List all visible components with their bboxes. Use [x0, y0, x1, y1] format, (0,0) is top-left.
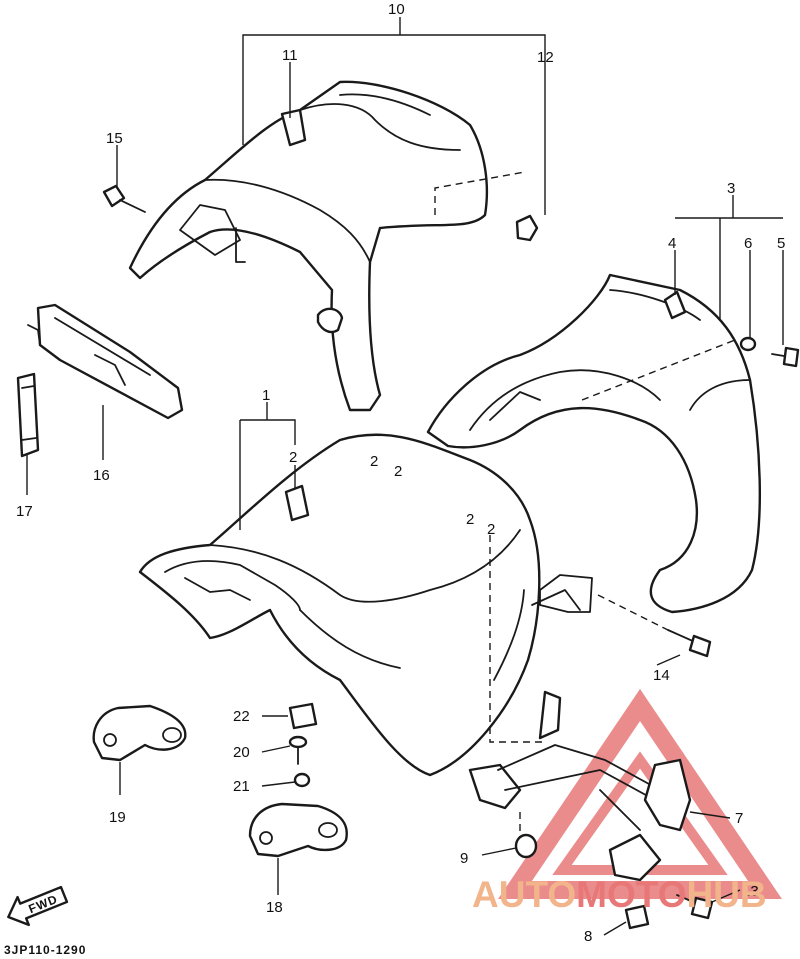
marker-label: 2	[466, 511, 474, 528]
callout-8: 8	[584, 928, 592, 945]
callout-22: 22	[233, 708, 250, 725]
bolt-13	[676, 894, 714, 920]
callout-15: 15	[106, 130, 123, 147]
seat-bracket-16	[27, 303, 184, 420]
watermark-text-hub: HUB	[686, 874, 766, 915]
front-seat	[138, 433, 593, 777]
callout-13: 13	[742, 883, 759, 900]
callout-14: 14	[653, 667, 670, 684]
callout-19: 19	[109, 809, 126, 826]
callout-9: 9	[460, 850, 468, 867]
bolt-15	[102, 184, 146, 213]
marker-label: 2	[394, 463, 402, 480]
callout-2: 2	[289, 449, 297, 466]
callout-16: 16	[93, 467, 110, 484]
callout-18: 18	[266, 899, 283, 916]
screw-20	[288, 735, 308, 765]
leader-lines	[26, 17, 784, 936]
callout-12: 12	[537, 49, 554, 66]
marker-label: 2	[487, 521, 495, 538]
callout-17: 17	[16, 503, 33, 520]
cowl-tab-4	[663, 290, 687, 320]
callout-5: 5	[777, 235, 785, 252]
seat-lock-assembly	[468, 690, 692, 882]
callout-4: 4	[668, 235, 676, 252]
cap-8	[624, 904, 650, 930]
watermark-text-auto: AUTO	[472, 874, 576, 915]
washer-21	[293, 772, 311, 788]
bolt-14	[667, 629, 712, 658]
fwd-arrow: FWD	[7, 885, 69, 927]
callout-1: 1	[262, 387, 270, 404]
callout-20: 20	[233, 744, 250, 761]
damper-12	[515, 214, 539, 242]
callout-21: 21	[233, 778, 250, 795]
seat-hook-11	[280, 108, 307, 147]
rear-seat	[128, 80, 526, 412]
screw-5	[771, 346, 800, 368]
washer-6	[739, 336, 757, 352]
diagram-code: 3JP110-1290	[4, 943, 86, 957]
callout-11: 11	[282, 47, 298, 64]
callout-6: 6	[744, 235, 752, 252]
strap-17	[16, 372, 40, 458]
marker-label: 2	[370, 453, 378, 470]
watermark-text: AUTOMOTOHUB	[472, 874, 767, 915]
watermark-text-moto: MOTO	[576, 874, 686, 915]
collar-9	[514, 833, 538, 859]
hinge-18	[248, 802, 348, 858]
seat-hook-2	[284, 484, 310, 522]
hinge-19	[92, 704, 187, 762]
callout-7: 7	[735, 810, 743, 827]
arrow-left-icon	[7, 885, 69, 927]
callout-numbers: 10 11 12 15 3 4 6 5 1 2 16 17 14 7 22 20…	[16, 1, 785, 945]
watermark-triangle-outer	[498, 688, 782, 899]
damper-22	[288, 702, 318, 730]
callout-3: 3	[727, 180, 735, 197]
marker-labels: 2 2 2 2	[370, 453, 495, 538]
callout-10: 10	[388, 1, 405, 18]
rear-cowl	[426, 273, 762, 614]
